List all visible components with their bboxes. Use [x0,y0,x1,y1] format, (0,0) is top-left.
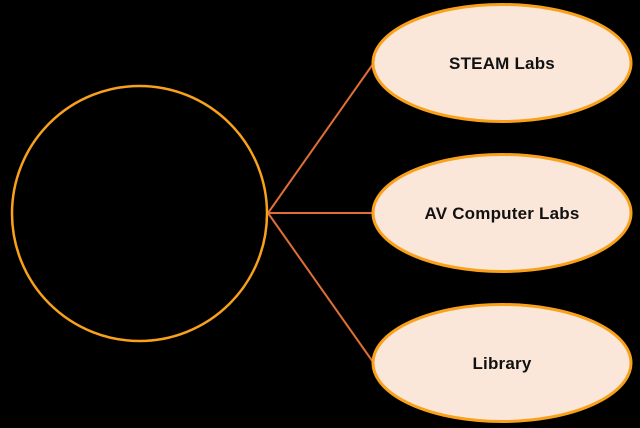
node-steam-labs-shape[interactable] [371,3,633,123]
node-steam-labs[interactable]: STEAM Labs [371,3,633,123]
connector-steam-labs[interactable] [267,63,374,214]
node-av-computer-labs-shape[interactable] [371,153,633,273]
central-node-circle[interactable] [10,84,269,343]
connectors [267,63,374,363]
node-library-shape[interactable] [371,303,633,423]
connector-library[interactable] [267,212,374,363]
node-av-computer-labs[interactable]: AV Computer Labs [371,153,633,273]
node-library[interactable]: Library [371,303,633,423]
node-av-computer-labs-label: AV Computer Labs [425,204,580,223]
node-library-label: Library [472,354,531,373]
node-steam-labs-label: STEAM Labs [449,54,555,73]
